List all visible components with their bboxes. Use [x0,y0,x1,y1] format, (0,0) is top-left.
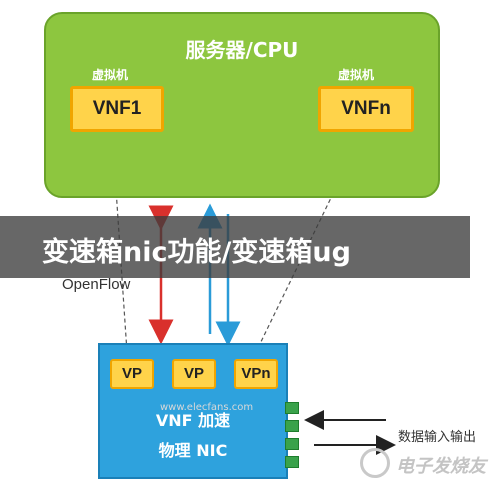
vm-label-right: 虚拟机 [338,68,375,82]
vnf1-box: VNF1 [70,86,164,132]
vp-port-2: VP [172,359,216,389]
server-cpu-box: 服务器/CPU 虚拟机 虚拟机 VNF1 VNFn [44,12,440,198]
nic-physical-port [285,402,299,414]
nic-line-1: VNF 加速 [155,411,231,430]
watermark-logo: 电子发烧友 [360,446,490,486]
watermark-url: www.elecfans.com [160,402,254,413]
openflow-label: OpenFlow [62,276,131,293]
nic-physical-port [285,438,299,450]
nic-line-2: 物理 NIC [158,441,228,460]
vp-port-1: VP [110,359,154,389]
watermark-text: 电子发烧友 [396,456,486,477]
nic-physical-port [285,420,299,432]
vm-label-left: 虚拟机 [92,68,129,82]
vp-port-n: VPn [234,359,278,389]
dashed-line-vnfn [255,129,365,353]
title-banner: 变速箱nic功能/变速箱ug [0,216,470,278]
banner-title: 变速箱nic功能/变速箱ug [42,237,351,268]
nic-physical-port [285,456,299,468]
vnfn-box: VNFn [318,86,414,132]
server-title: 服务器/CPU [185,38,299,62]
watermark-circle-icon [360,448,390,478]
data-io-label: 数据输入输出 [398,430,477,445]
